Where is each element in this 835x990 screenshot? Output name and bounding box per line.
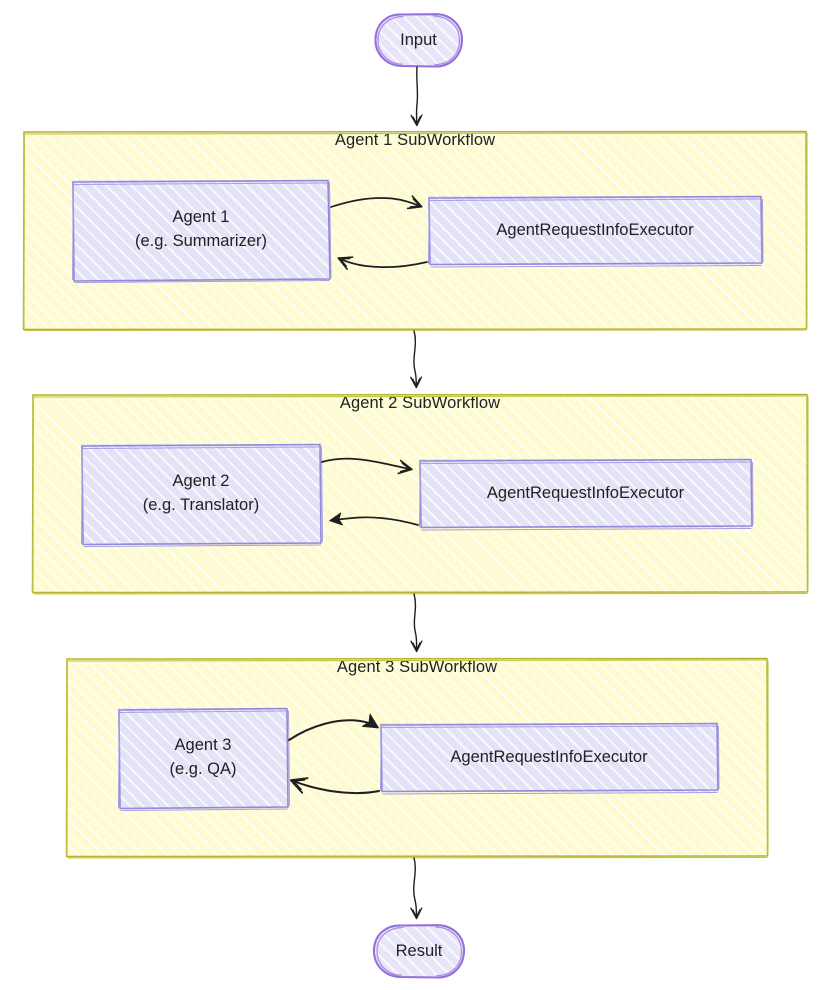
edge-input-to-agent1 bbox=[417, 66, 418, 124]
node-agent-3-executor-label: AgentRequestInfoExecutor bbox=[450, 747, 648, 766]
node-agent-1-request-info-executor[interactable]: AgentRequestInfoExecutor bbox=[428, 196, 762, 265]
node-input[interactable]: Input bbox=[375, 14, 462, 66]
subgraph-agent2-title: Agent 2 SubWorkflow bbox=[339, 394, 501, 412]
node-agent-3-request-info-executor[interactable]: AgentRequestInfoExecutor bbox=[380, 723, 718, 792]
node-agent-3-line2: (e.g. QA) bbox=[169, 760, 237, 778]
node-agent-2-line2: (e.g. Translator) bbox=[142, 496, 260, 514]
node-agent-1[interactable]: Agent 1 (e.g. Summarizer) bbox=[72, 180, 330, 280]
node-agent-1-executor-label: AgentRequestInfoExecutor bbox=[496, 220, 694, 239]
edge-agent2sub-to-agent3sub bbox=[414, 593, 417, 650]
node-agent-3[interactable]: Agent 3 (e.g. QA) bbox=[118, 708, 288, 808]
edge-agent3sub-to-result bbox=[414, 857, 417, 917]
node-input-label: Input bbox=[400, 30, 437, 49]
node-agent-2-line1: Agent 2 bbox=[172, 472, 230, 491]
node-agent-1-line2: (e.g. Summarizer) bbox=[134, 232, 268, 250]
edge-agent1sub-to-agent2sub bbox=[414, 330, 416, 386]
node-agent-1-line1: Agent 1 bbox=[172, 208, 230, 227]
node-result-label: Result bbox=[395, 941, 443, 960]
node-agent-3-line1: Agent 3 bbox=[174, 736, 232, 755]
node-agent-2-executor-label: AgentRequestInfoExecutor bbox=[486, 483, 685, 502]
subgraph-agent3-title: Agent 3 SubWorkflow bbox=[336, 658, 498, 676]
subgraph-agent1-title: Agent 1 SubWorkflow bbox=[334, 131, 496, 149]
node-agent-2[interactable]: Agent 2 (e.g. Translator) bbox=[81, 444, 321, 544]
node-result[interactable]: Result bbox=[374, 925, 464, 977]
node-agent-2-request-info-executor[interactable]: AgentRequestInfoExecutor bbox=[419, 459, 752, 528]
